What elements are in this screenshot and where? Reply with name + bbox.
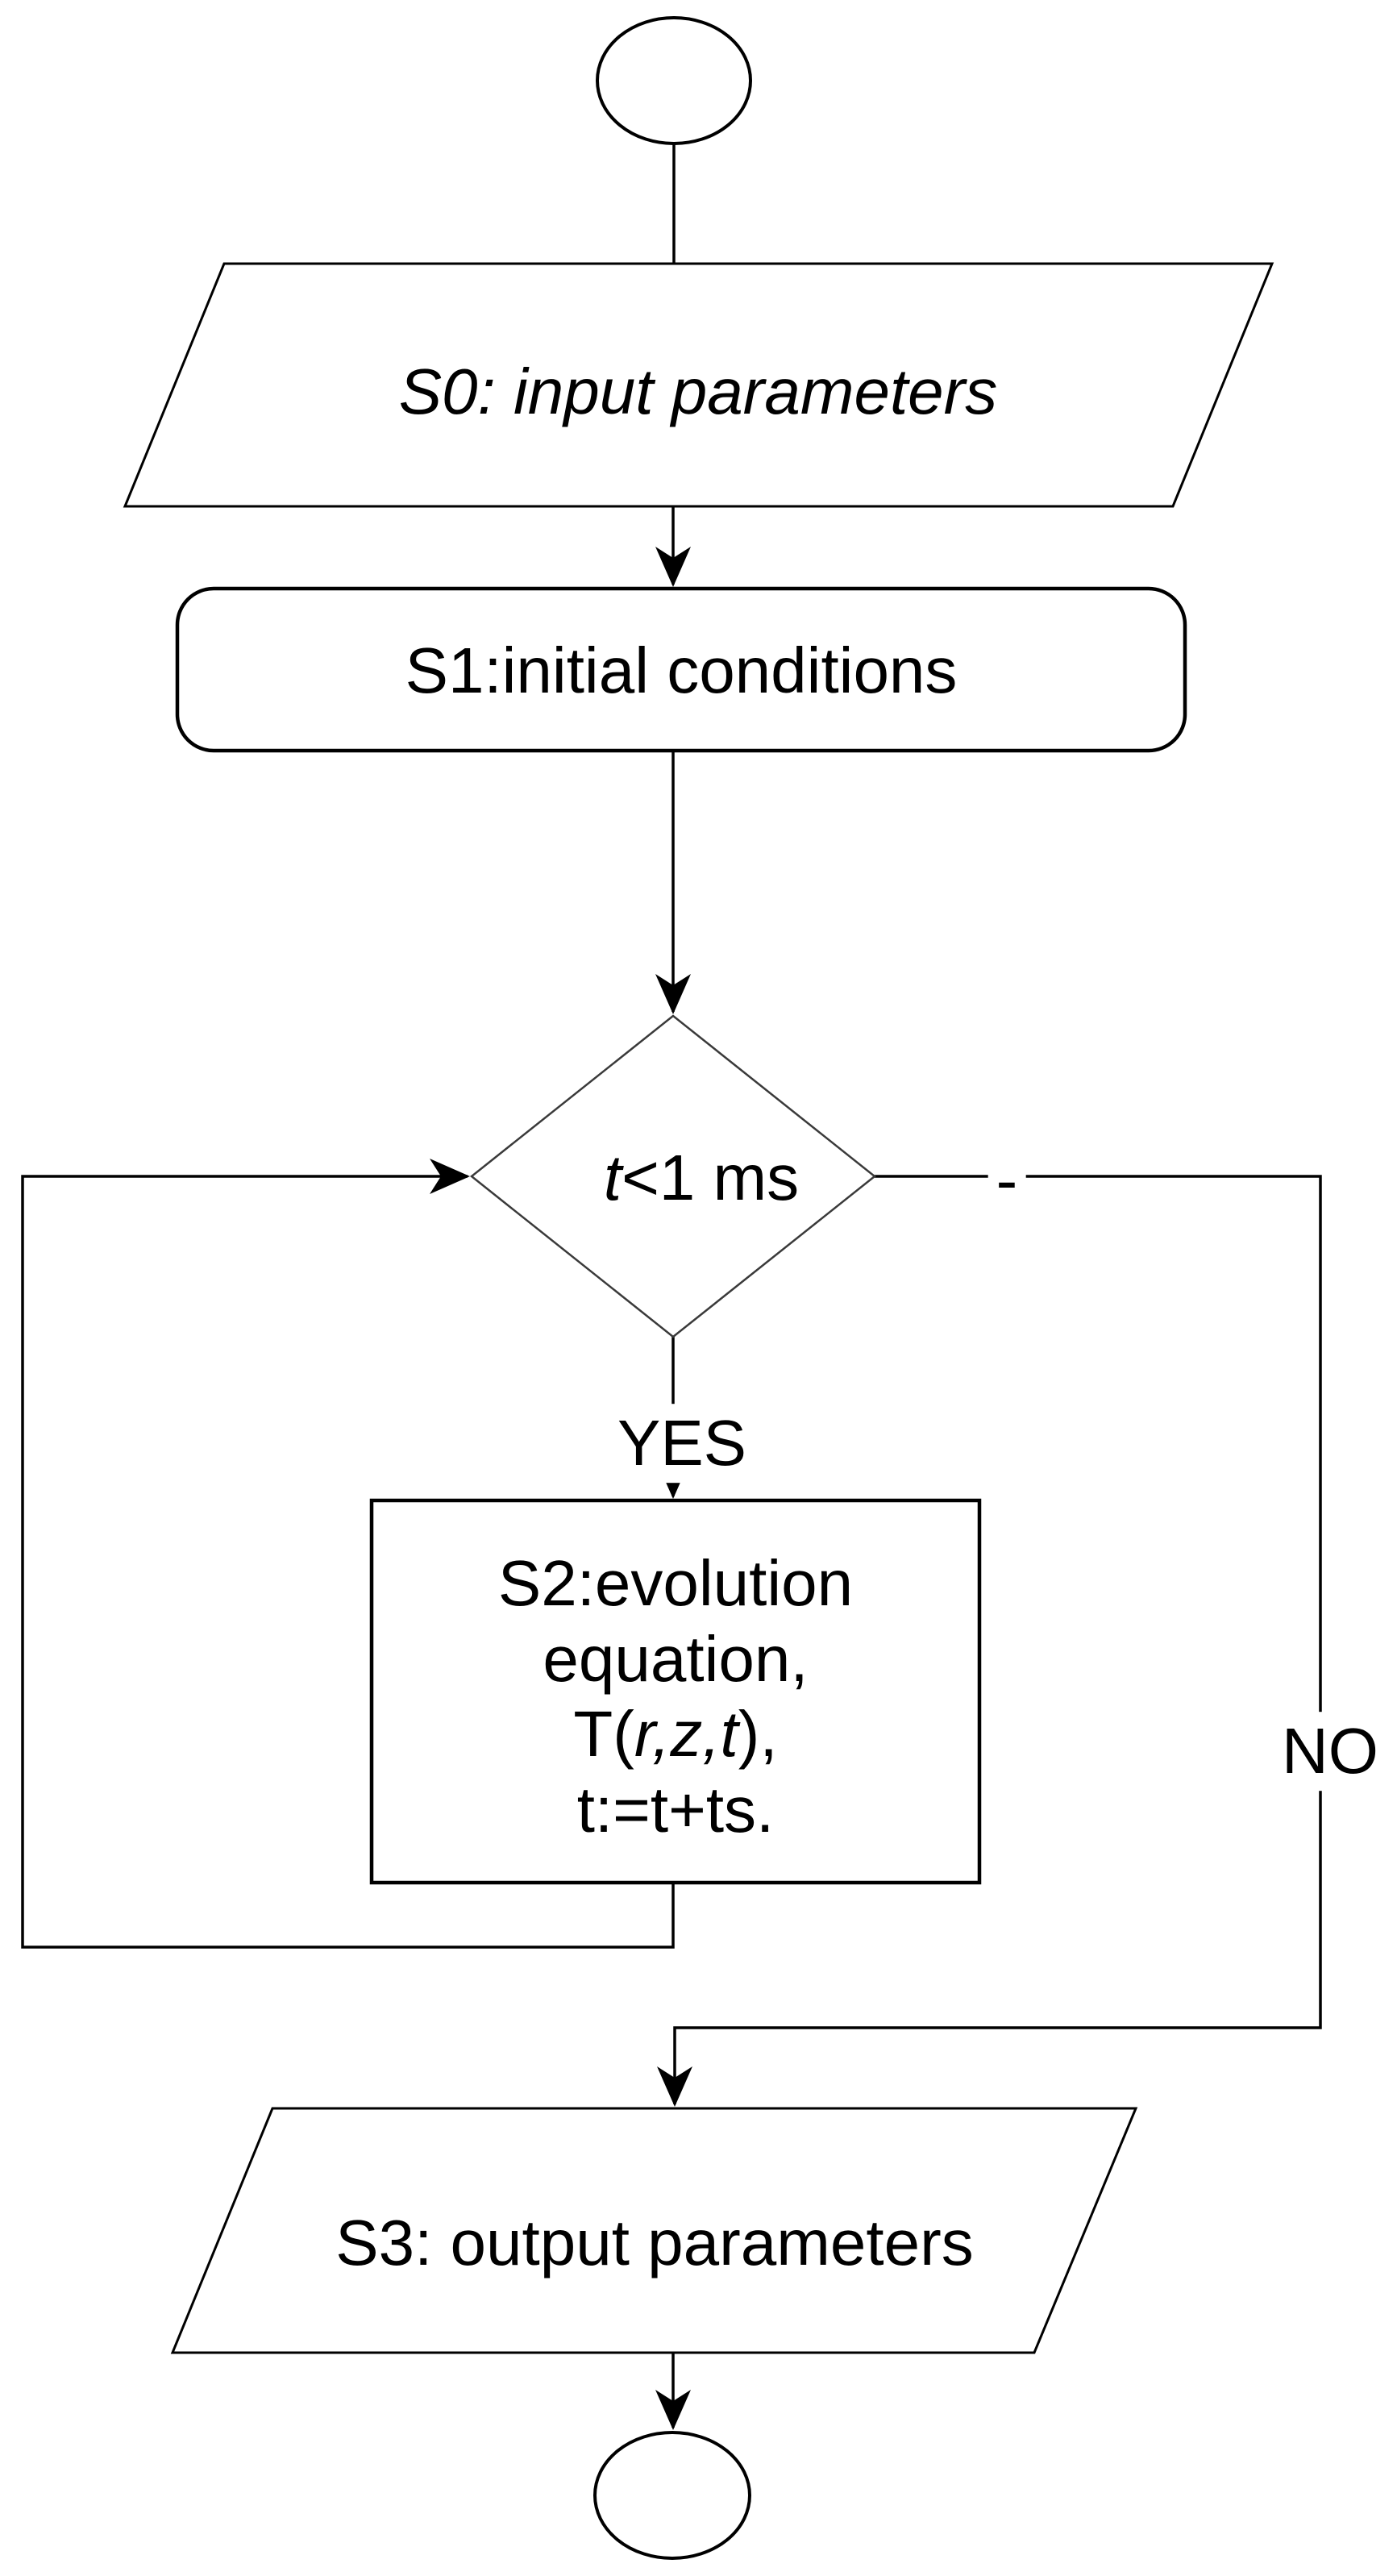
decision-condition: <1 ms [622,1142,800,1214]
decision-variable: t [603,1142,622,1214]
no-branch-label: NO [1274,1712,1387,1791]
decision-diamond-shape [469,1014,877,1338]
yes-branch-label: YES [609,1404,755,1483]
s1-rounded-rect-shape [175,586,1187,753]
s2-label-line1: S2:evolution [497,1546,854,1619]
edge-s2-loop-to-decision [21,1159,675,1949]
decision-label: t<1 ms [604,1142,799,1214]
s2-label-line3: T(r,z,t), [498,1696,853,1772]
s2-line3-prefix: T( [573,1698,634,1770]
start-terminator-shape [596,16,752,145]
s2-label-line4: t:=t+ts. [576,1773,775,1846]
s3-label: S3: output parameters [335,2207,974,2279]
end-terminator-shape [593,2431,751,2560]
s0-parallelogram-shape [123,262,1274,508]
s2-label-line2: equation, [543,1622,809,1695]
s3-parallelogram-shape [170,2107,1138,2354]
edge-decision-no-to-s3 [657,1175,1322,2107]
s1-label: S1:initial conditions [405,635,958,707]
s2-label: S2:evolution equation, T(r,z,t), t:=t+ts… [498,1546,853,1847]
s2-process-rect-shape [369,1498,982,1885]
minus-branch-label: - [987,1141,1026,1220]
s0-label: S0: input parameters [398,356,998,428]
s2-line3-variables: r,z,t [634,1698,738,1770]
s2-line3-suffix: ), [738,1698,778,1770]
